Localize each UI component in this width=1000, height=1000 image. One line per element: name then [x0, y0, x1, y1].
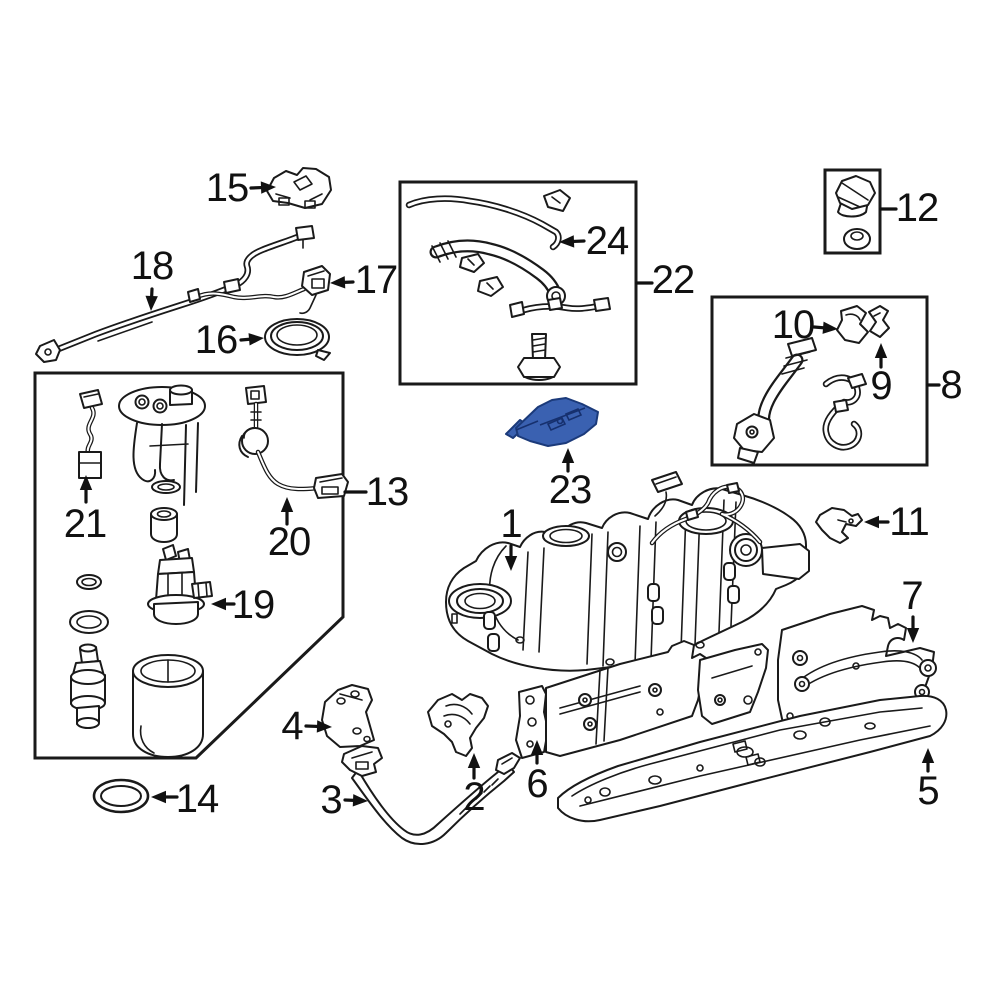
- suction-plate-drawing: [118, 384, 206, 506]
- filler-hose-box: [710, 295, 929, 467]
- callout-1[interactable]: 1: [500, 502, 522, 546]
- part-18-fuel-tube-drawing: [35, 225, 315, 363]
- callout-arrowhead-23: [561, 448, 575, 463]
- callout-arrowhead-5: [921, 748, 935, 763]
- callout-9[interactable]: 9: [870, 364, 892, 408]
- callout-22[interactable]: 22: [651, 258, 695, 302]
- part-3-strap-drawing: [341, 745, 521, 845]
- filler-hoses-drawing: [733, 337, 867, 464]
- part-6-heat-shield-drawing: [515, 640, 769, 759]
- callout-arrowhead-7: [906, 628, 920, 643]
- callout-14[interactable]: 14: [175, 777, 219, 821]
- callout-arrowhead-21: [79, 475, 93, 490]
- callout-arrowhead-18: [145, 295, 158, 311]
- o-ring-large-drawing: [69, 610, 109, 634]
- callout-4[interactable]: 4: [281, 704, 303, 748]
- o-ring-small-drawing: [76, 574, 102, 590]
- callout-3[interactable]: 3: [320, 778, 342, 822]
- fuel-line-set-box: [398, 180, 638, 386]
- callout-arrowhead-4: [316, 720, 332, 733]
- callout-10[interactable]: 10: [771, 303, 815, 347]
- part-19-fuel-pump-drawing: [147, 544, 213, 625]
- callout-arrowhead-24: [559, 235, 575, 248]
- callout-19[interactable]: 19: [231, 583, 275, 627]
- regulator-drawing: [70, 643, 106, 729]
- spacer-drawing: [150, 507, 178, 543]
- part-20-sender-drawing: [238, 385, 349, 499]
- fuel-cap-box: [823, 168, 882, 255]
- part-5-skid-plate-drawing: [557, 694, 948, 823]
- callout-arrowhead-14: [151, 790, 166, 804]
- callout-11[interactable]: 11: [889, 500, 930, 544]
- callout-17[interactable]: 17: [354, 258, 398, 302]
- part-17-harness-drawing: [187, 265, 331, 315]
- filter-cup-drawing: [132, 654, 204, 758]
- callout-7[interactable]: 7: [901, 574, 923, 618]
- callout-5[interactable]: 5: [917, 769, 939, 813]
- callout-18[interactable]: 18: [130, 244, 174, 288]
- part-11-clip-drawing: [815, 507, 863, 544]
- part-16-gasket-drawing: [264, 318, 331, 361]
- part-21-wire-drawing: [78, 389, 103, 479]
- callout-2[interactable]: 2: [463, 775, 485, 819]
- part-2-bracket-drawing: [427, 693, 489, 757]
- callout-16[interactable]: 16: [194, 318, 238, 362]
- part-1-fuel-tank-drawing: [445, 471, 810, 672]
- callout-13[interactable]: 13: [365, 470, 409, 514]
- callout-arrowhead-2: [467, 753, 481, 768]
- part-24-tube-drawing: [405, 195, 562, 251]
- callout-24[interactable]: 24: [585, 219, 629, 263]
- pump-module-box: [33, 371, 349, 760]
- callout-arrowhead-19: [211, 597, 226, 611]
- part-4-bracket-drawing: [321, 684, 375, 748]
- part-23-highlighted-bracket[interactable]: [505, 397, 599, 447]
- part-10-cushion-drawing: [836, 305, 869, 344]
- tank-harness-drawing: [649, 471, 763, 546]
- callout-arrowhead-6: [530, 740, 544, 755]
- callout-23[interactable]: 23: [548, 468, 592, 512]
- callout-21[interactable]: 21: [63, 502, 107, 546]
- part-9-clamp-drawing: [868, 305, 890, 338]
- callout-arrowhead-11: [864, 515, 879, 529]
- callout-arrowhead-15: [260, 181, 276, 194]
- part-15-protector-drawing: [266, 167, 332, 209]
- bolt-drawing: [517, 333, 561, 381]
- callout-15[interactable]: 15: [205, 166, 249, 210]
- callout-arrowhead-10: [822, 321, 838, 334]
- callout-arrowhead-1: [504, 556, 518, 571]
- part-12-cap-drawing: [835, 175, 876, 250]
- callout-arrowhead-17: [330, 276, 346, 289]
- callout-8[interactable]: 8: [940, 363, 962, 407]
- callout-arrowhead-20: [280, 497, 294, 512]
- callout-20[interactable]: 20: [267, 520, 311, 564]
- callout-arrowhead-16: [248, 333, 264, 346]
- fuel-hose-drawing: [429, 189, 611, 318]
- callout-connectors: [79, 181, 941, 807]
- callout-12[interactable]: 12: [895, 186, 939, 230]
- callout-arrowhead-9: [874, 343, 888, 358]
- part-14-o-ring-drawing: [92, 778, 150, 814]
- callout-arrowhead-3: [352, 794, 368, 807]
- callout-6[interactable]: 6: [526, 762, 548, 806]
